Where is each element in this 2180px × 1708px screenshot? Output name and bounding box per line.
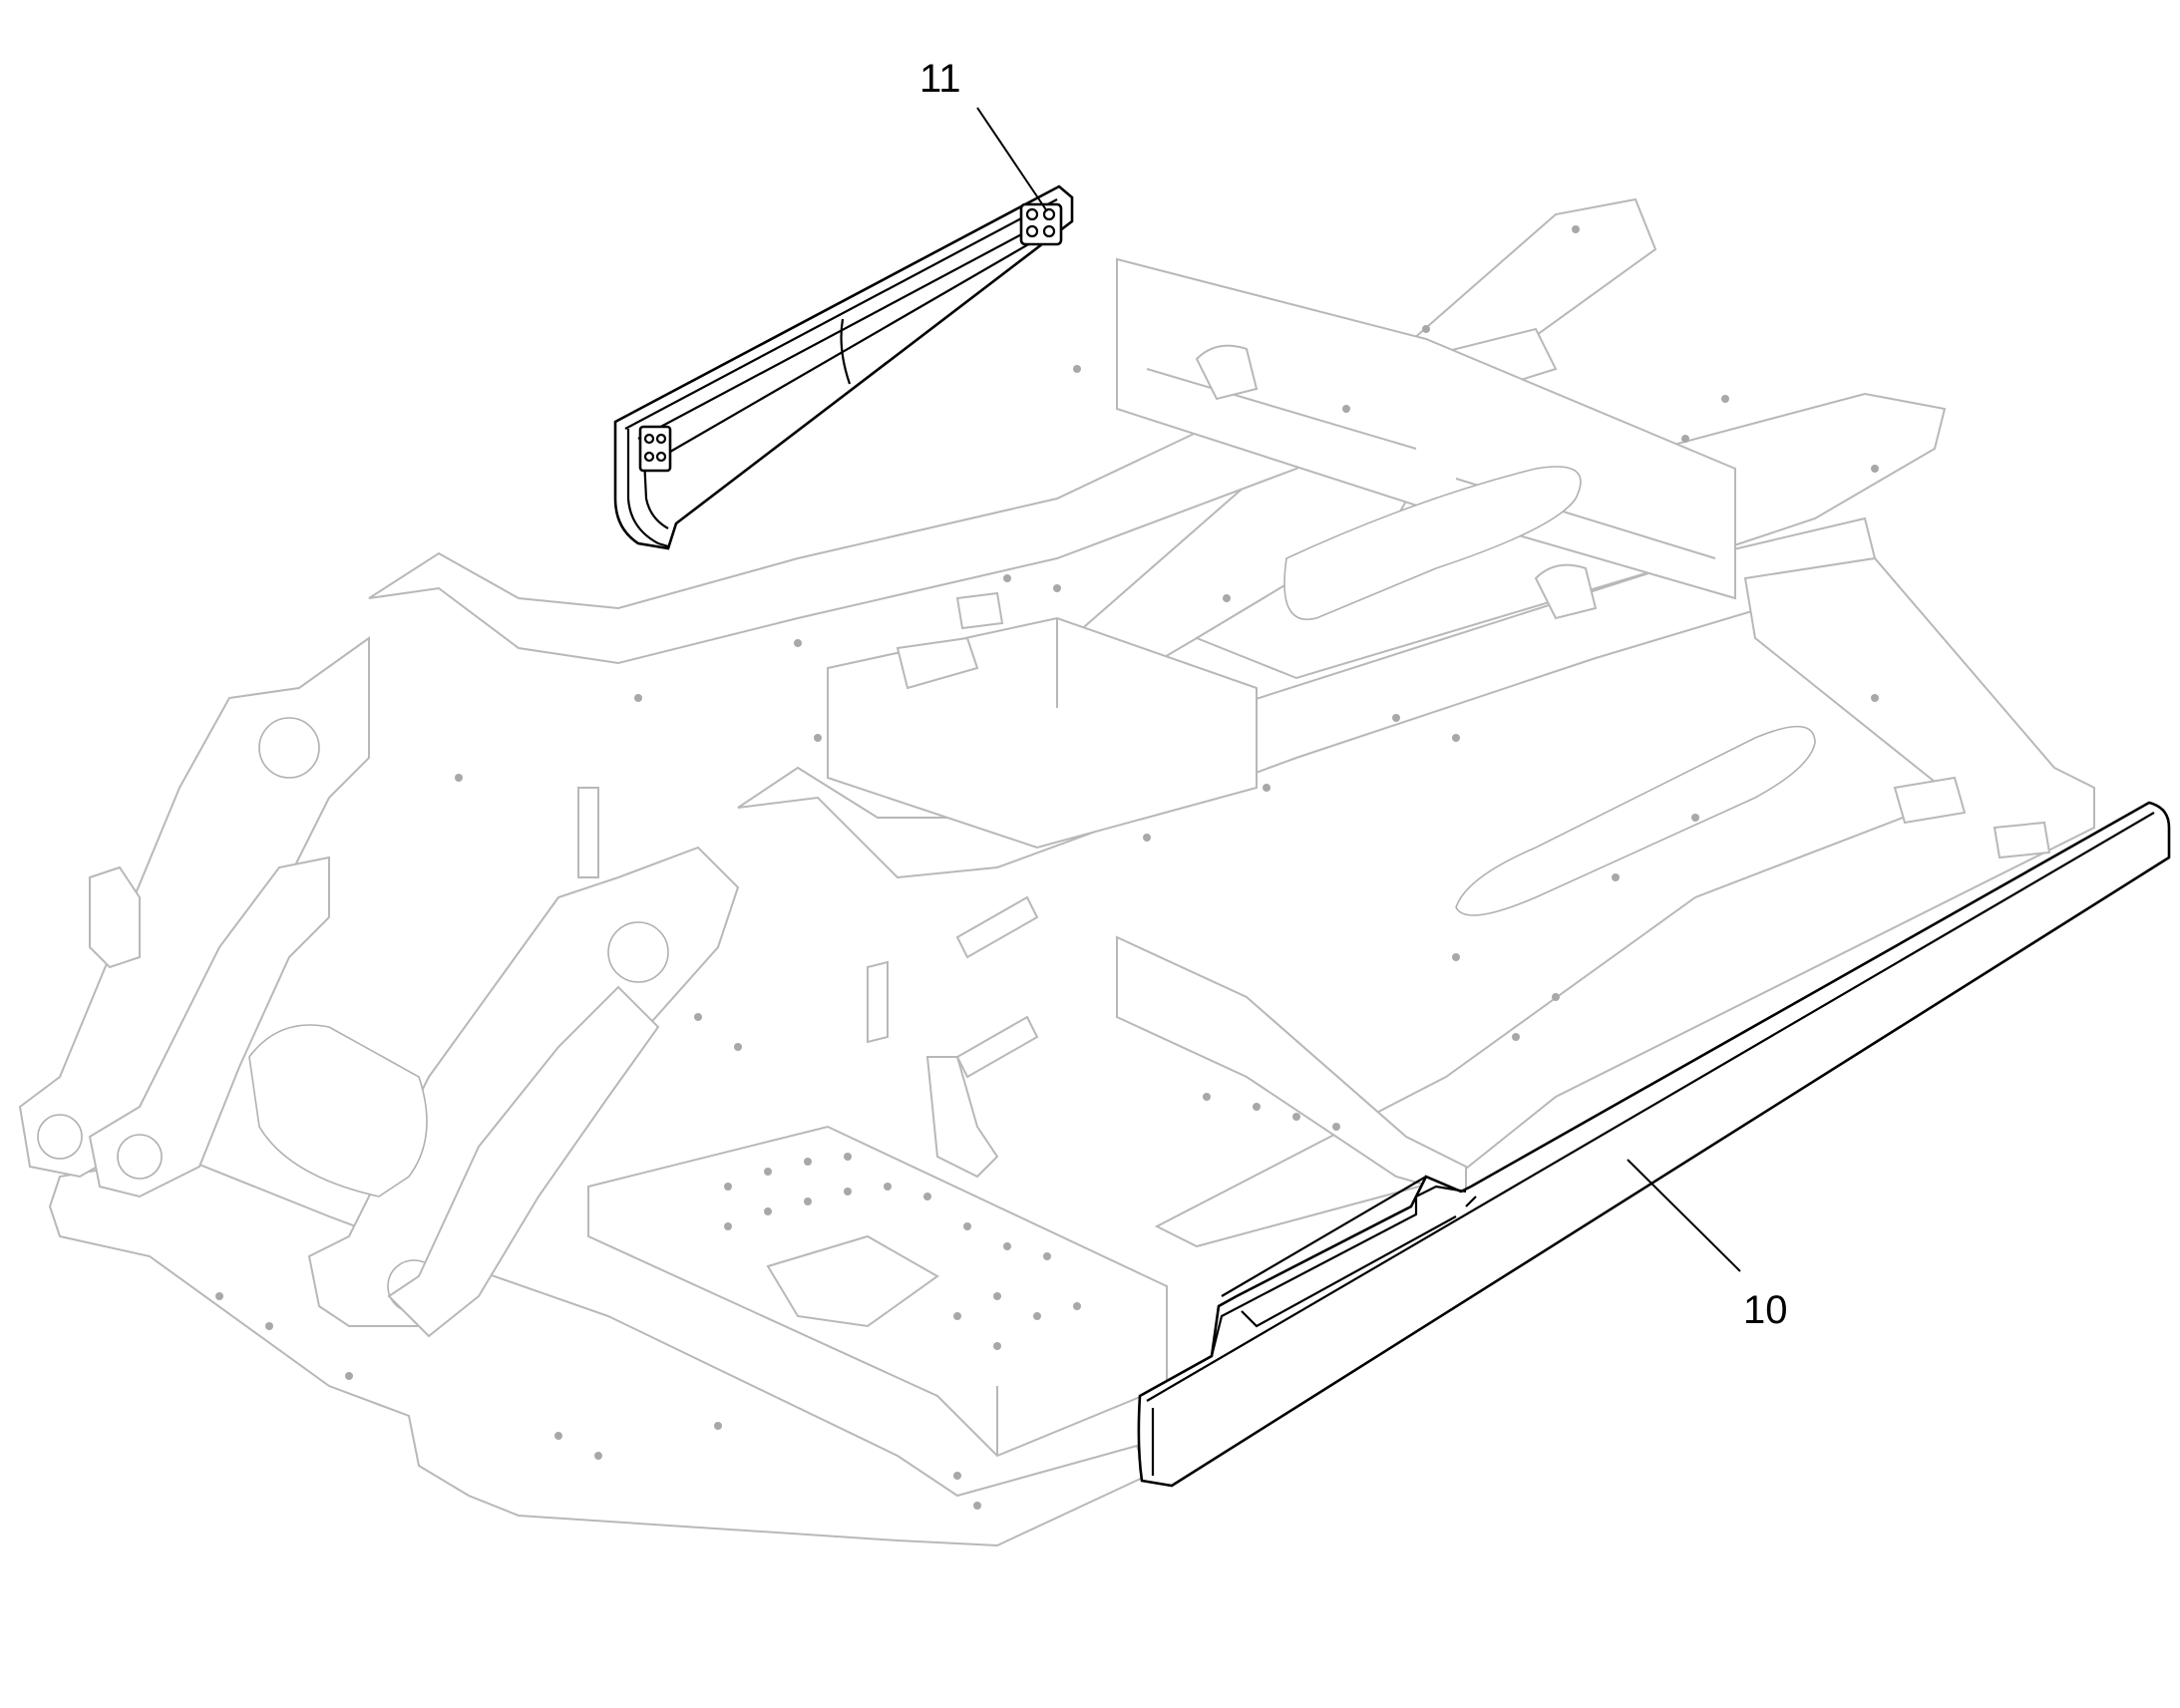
floor-holes xyxy=(724,1153,1081,1350)
mid-box xyxy=(827,616,1258,850)
part-11-rear-cover xyxy=(613,184,1074,550)
chassis-frame xyxy=(18,197,2095,1547)
callout-10-leader xyxy=(1627,1159,1741,1272)
fastener-dots xyxy=(215,225,1879,1510)
callout-11-leader xyxy=(976,107,1048,212)
right-boom-mount-inner xyxy=(387,985,660,1338)
cab-floor-plate xyxy=(587,1125,1168,1458)
right-slot xyxy=(1455,725,1816,916)
left-boom-mount-inner xyxy=(88,855,330,1198)
callout-11-label: 11 xyxy=(919,57,961,101)
front-cross-bar xyxy=(89,865,141,969)
callout-10-label: 10 xyxy=(1743,1288,1788,1332)
part-10-side-rail xyxy=(1137,801,2171,1488)
rear-cross-box xyxy=(1116,257,1736,600)
